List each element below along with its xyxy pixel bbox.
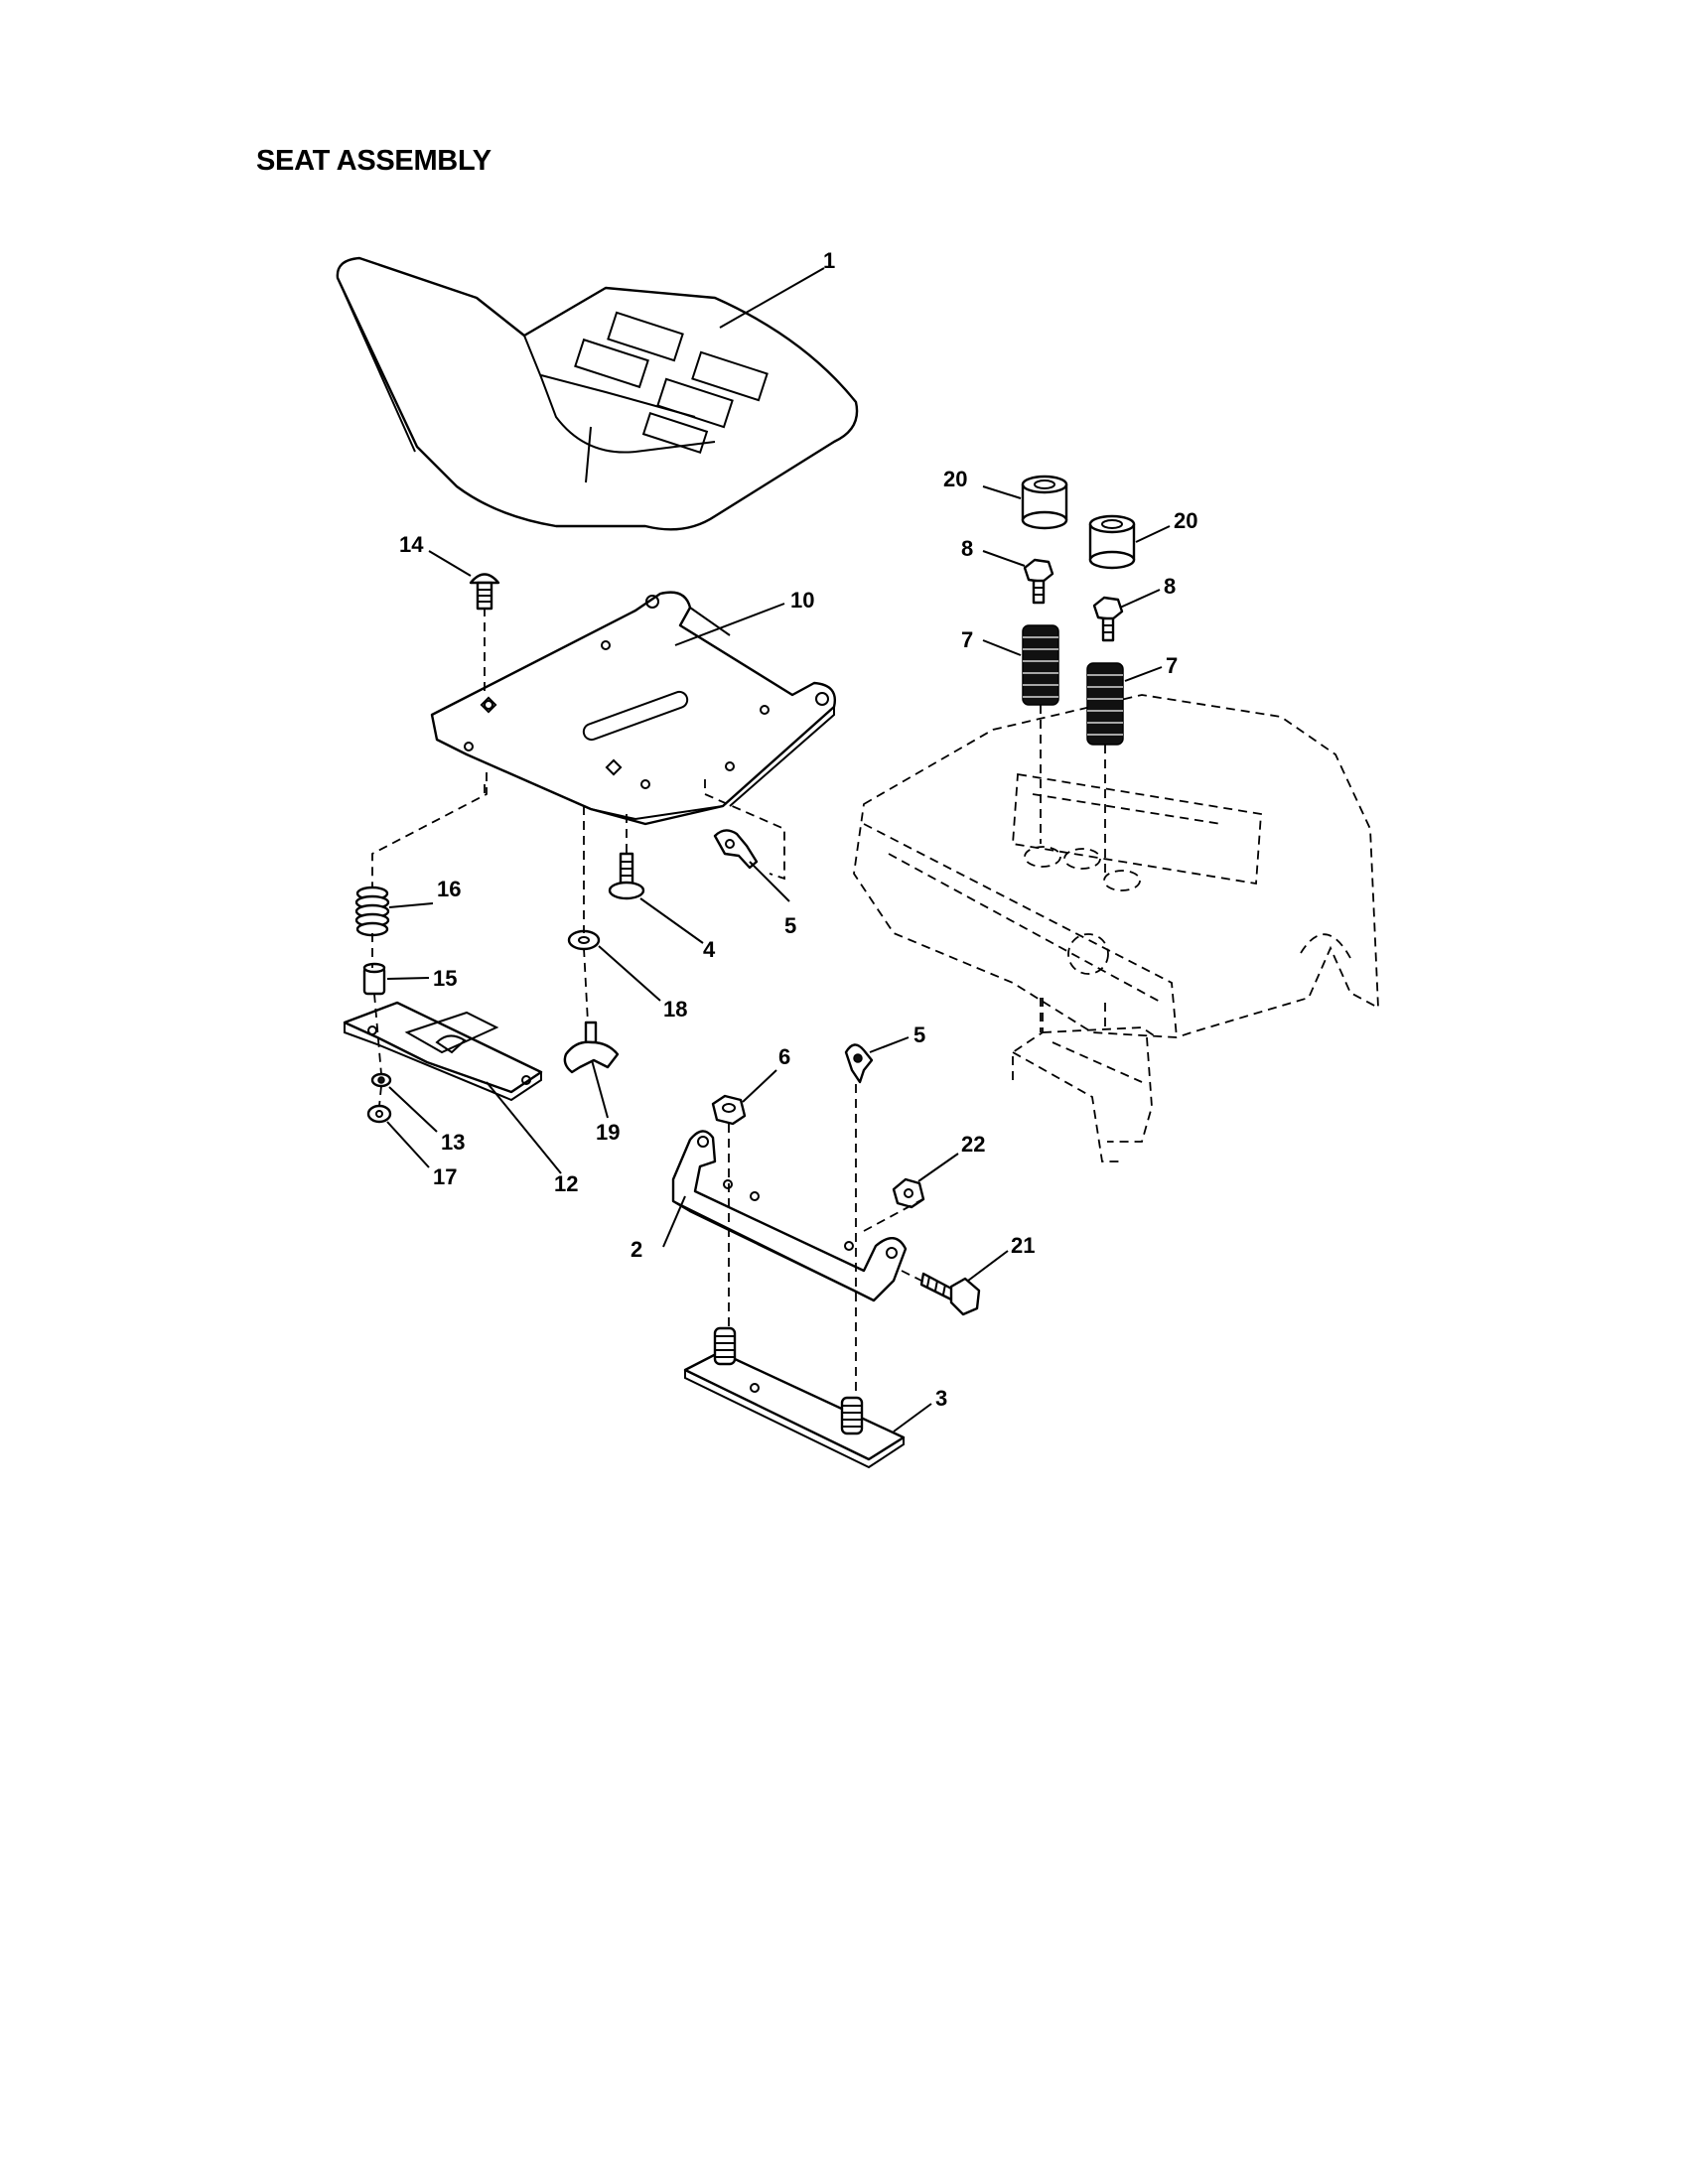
callout-labels: 1 2 3 4 5 5 6 7 7 8 8 10 12 13 14 15 16 … — [399, 248, 1197, 1411]
clip-lower — [844, 1036, 910, 1084]
compression-spring — [354, 886, 434, 937]
seat-pan — [430, 591, 836, 826]
shoulder-bolt — [608, 852, 704, 944]
callout-7b: 7 — [1166, 653, 1178, 678]
callout-15: 15 — [433, 966, 457, 991]
callout-16: 16 — [437, 877, 461, 901]
spacer — [362, 962, 430, 996]
callout-22: 22 — [961, 1132, 985, 1157]
seat-base-plate — [683, 1326, 932, 1469]
page-title: SEAT ASSEMBLY — [256, 145, 491, 177]
callout-21: 21 — [1011, 1233, 1035, 1258]
assembly-guide-lines — [371, 608, 1106, 1398]
callout-4: 4 — [703, 937, 716, 962]
callout-20a: 20 — [943, 467, 967, 491]
fender-outline — [853, 694, 1379, 1162]
callout-2: 2 — [631, 1237, 642, 1262]
callout-3: 3 — [935, 1386, 947, 1411]
callout-5b: 5 — [913, 1023, 925, 1047]
callout-1: 1 — [823, 248, 835, 273]
clip-upper — [713, 829, 790, 902]
bumper-left — [982, 475, 1068, 530]
spring-right — [1086, 662, 1163, 746]
callout-17: 17 — [433, 1164, 457, 1189]
hex-bolt — [919, 1250, 1009, 1316]
bolt-right — [1092, 589, 1161, 642]
callout-8b: 8 — [1164, 574, 1176, 599]
flat-washer — [567, 929, 661, 1002]
bolt-left — [982, 550, 1054, 605]
nut-small — [366, 1104, 430, 1168]
callout-12: 12 — [554, 1171, 578, 1196]
spring-left — [982, 624, 1059, 706]
callout-8a: 8 — [961, 536, 973, 561]
callout-19: 19 — [596, 1120, 620, 1145]
carriage-bolt — [428, 550, 500, 611]
seat-pan-hinge-bracket — [662, 1130, 908, 1302]
bumper-right — [1088, 514, 1171, 570]
callout-10: 10 — [790, 588, 814, 613]
callout-7a: 7 — [961, 627, 973, 652]
knob — [563, 1021, 620, 1119]
callout-14: 14 — [399, 532, 424, 557]
slide-adjust-plate — [343, 1001, 562, 1174]
seat — [336, 256, 859, 531]
hex-nut — [892, 1153, 959, 1209]
callout-18: 18 — [663, 997, 687, 1022]
washer-small — [370, 1072, 438, 1133]
callout-13: 13 — [441, 1130, 465, 1155]
callout-20b: 20 — [1174, 508, 1197, 533]
callout-5a: 5 — [784, 913, 796, 938]
callout-6: 6 — [778, 1044, 790, 1069]
nut — [711, 1069, 777, 1126]
